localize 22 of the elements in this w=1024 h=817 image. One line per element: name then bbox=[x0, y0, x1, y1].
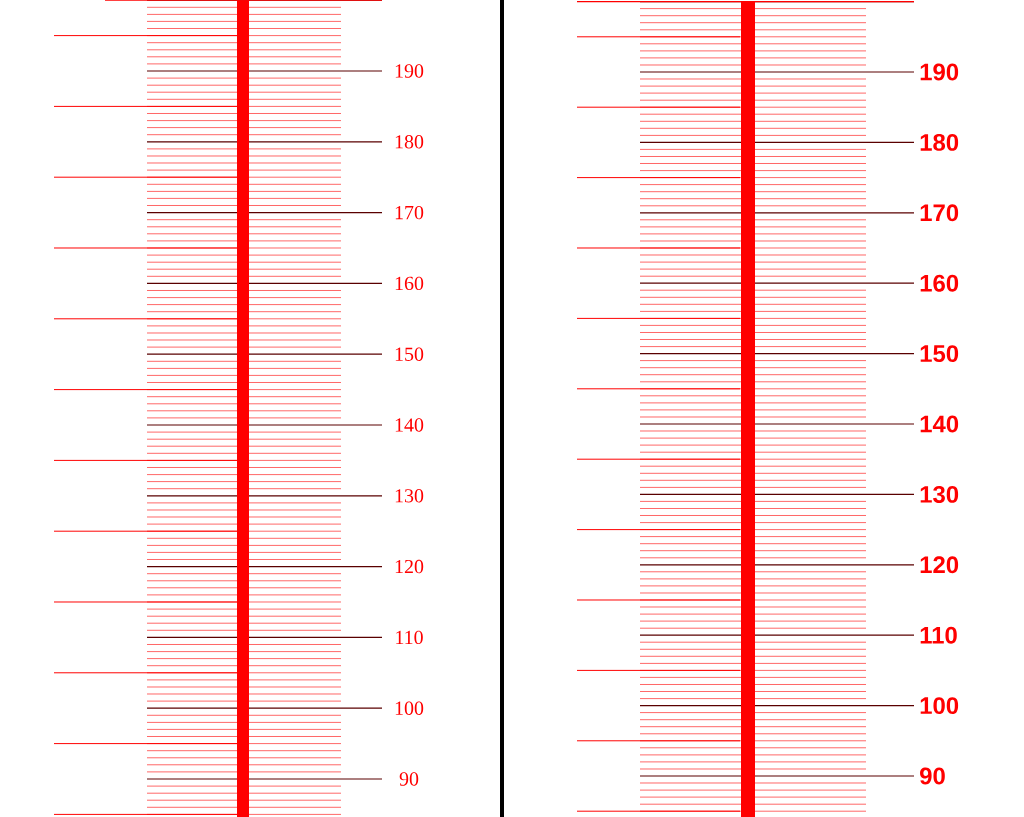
scale-number: 150 bbox=[920, 345, 959, 363]
scale-number: 110 bbox=[396, 630, 423, 645]
scale-number: 130 bbox=[920, 485, 959, 503]
scale-number: 130 bbox=[395, 489, 424, 503]
scale-number: 140 bbox=[920, 415, 959, 433]
scale-number: 100 bbox=[395, 701, 424, 715]
scale-number: 170 bbox=[395, 205, 424, 220]
scale-number: 90 bbox=[920, 767, 945, 785]
scale-number: 120 bbox=[395, 559, 424, 574]
scale-number: 160 bbox=[920, 274, 959, 292]
scale-number: 190 bbox=[395, 64, 424, 78]
scale-number: 120 bbox=[920, 556, 959, 574]
scale-number: 110 bbox=[920, 626, 957, 644]
scale-number: 90 bbox=[399, 772, 419, 786]
scale-number: 150 bbox=[395, 347, 424, 361]
scale-number: 140 bbox=[395, 418, 424, 432]
scale-number: 190 bbox=[920, 63, 959, 81]
scale-number: 160 bbox=[395, 276, 424, 291]
scale-number: 180 bbox=[920, 133, 959, 151]
scale-number: 100 bbox=[920, 697, 959, 715]
scale-number: 170 bbox=[920, 204, 959, 222]
scale-number: 180 bbox=[395, 135, 424, 149]
